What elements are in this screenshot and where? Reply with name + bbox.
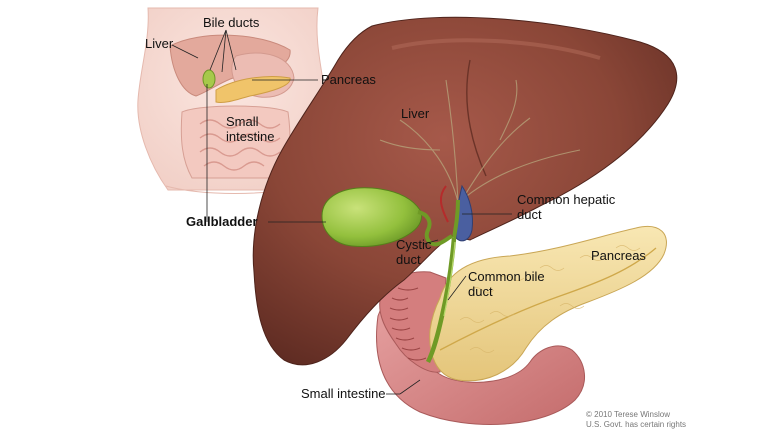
inset-pancreas bbox=[215, 76, 291, 103]
label-liver: Liver bbox=[401, 106, 430, 121]
copyright-line2: U.S. Govt. has certain rights bbox=[586, 420, 687, 429]
cystic-duct bbox=[417, 210, 453, 247]
common-bile-duct-highlight bbox=[443, 241, 456, 317]
duodenum-folds bbox=[389, 287, 427, 361]
pancreatic-duct bbox=[439, 247, 657, 351]
label-cystic-duct-line1: Cystic bbox=[396, 237, 432, 252]
pancreas bbox=[429, 226, 667, 382]
inset-label-small-intestine-line1: Small bbox=[226, 114, 259, 129]
hepatic-duct-branches bbox=[379, 79, 581, 203]
inset-torso bbox=[137, 7, 328, 222]
label-small-intestine: Small intestine bbox=[301, 386, 386, 401]
inset-small-intestine-coils bbox=[199, 119, 281, 171]
hepatic-artery bbox=[440, 185, 449, 223]
copyright-line1: © 2010 Terese Winslow bbox=[586, 410, 671, 419]
inset-label-bile-ducts: Bile ducts bbox=[203, 15, 260, 30]
inset-label-small-intestine-line2: intestine bbox=[226, 129, 275, 144]
pancreas-lobule-texture bbox=[459, 245, 641, 353]
inset-leader-lines bbox=[171, 29, 318, 222]
gallbladder bbox=[321, 187, 423, 247]
inset-label-liver: Liver bbox=[145, 36, 174, 51]
liver-lobe-line bbox=[466, 59, 487, 177]
common-hepatic-duct bbox=[452, 199, 460, 239]
main-leader-lines bbox=[268, 213, 512, 395]
label-cystic-duct-line2: duct bbox=[396, 252, 421, 267]
inset-gallbladder bbox=[202, 69, 216, 89]
liver-highlight bbox=[391, 38, 601, 60]
inset-label-pancreas: Pancreas bbox=[321, 72, 376, 87]
label-gallbladder: Gallbladder bbox=[186, 214, 258, 229]
label-pancreas: Pancreas bbox=[591, 248, 646, 263]
label-common-hepatic-duct-line1: Common hepatic bbox=[517, 192, 616, 207]
label-common-hepatic-duct-line2: duct bbox=[517, 207, 542, 222]
common-bile-duct bbox=[425, 237, 457, 364]
label-common-bile-duct-line2: duct bbox=[468, 284, 493, 299]
portal-vein bbox=[455, 184, 473, 242]
label-common-bile-duct-line1: Common bile bbox=[468, 269, 545, 284]
